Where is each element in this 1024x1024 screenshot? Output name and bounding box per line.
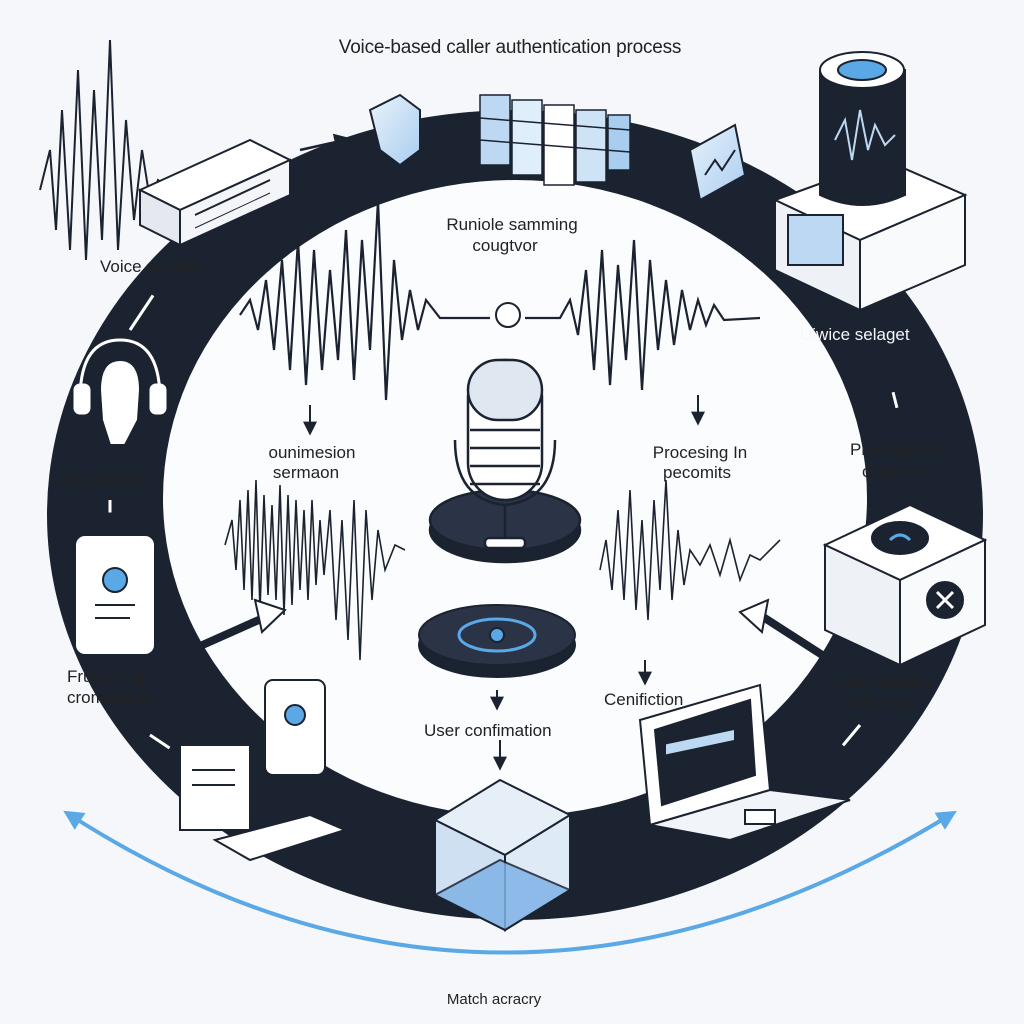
flow-arrow-12 xyxy=(829,724,862,762)
label-voice-sample-left: Uico samhle xyxy=(56,470,150,489)
server-icon xyxy=(137,138,293,247)
chart-card-icon xyxy=(688,123,747,202)
label-right-mid-2: of ua-ice xyxy=(862,462,928,481)
label-left-inner-2: sermaon xyxy=(272,463,340,482)
flow-arrow-13 xyxy=(599,839,641,875)
laptop-icon xyxy=(638,683,851,842)
eye-scanner-icon xyxy=(418,604,576,678)
label-voice-sample-top: Voice sample xyxy=(100,257,202,276)
waveform-center-left xyxy=(239,199,490,401)
microphone-icon xyxy=(428,358,582,564)
flow-arrow-9-head xyxy=(738,598,770,634)
bottom-arc xyxy=(63,810,957,955)
waveform-top-left xyxy=(39,39,171,261)
label-center-top-2: cougtvor xyxy=(472,236,538,255)
plus-sign xyxy=(442,120,458,136)
flow-arrow-9 xyxy=(757,611,833,664)
headset-user-icon xyxy=(73,338,167,446)
database-tower-icon xyxy=(772,51,968,312)
label-center-lower: Cenifiction xyxy=(604,690,684,709)
waveform-center-right xyxy=(525,239,761,391)
label-bottom: Match acracry xyxy=(446,991,542,1008)
mesh-cube-icon xyxy=(432,778,573,932)
page-title: Voice-based caller authentication proces… xyxy=(338,37,682,58)
tablet-icon xyxy=(264,679,326,776)
smartphone-profile-icon xyxy=(74,534,156,656)
label-left-lower-1: Frugreting xyxy=(67,667,145,686)
label-right-inner-1: Procesing In xyxy=(652,443,748,462)
center-node xyxy=(495,302,521,328)
label-right-inner-2: pecomits xyxy=(662,463,732,482)
label-right-mid-1: Procesaned xyxy=(850,440,941,459)
flow-arrow-2 xyxy=(639,133,691,152)
wifi-cube-icon xyxy=(822,503,988,667)
flow-arrow-3 xyxy=(128,278,165,331)
flow-arrow-15 xyxy=(344,853,402,876)
waveform-right-inner xyxy=(599,479,781,621)
label-left-inner-1: ounimesion xyxy=(268,443,356,462)
cube-arrow-icon xyxy=(368,93,421,167)
label-left-lower-2: cromifiation xyxy=(67,688,154,707)
flow-arrow-7 xyxy=(178,611,272,659)
label-top-right: Uiwice selaget xyxy=(800,325,910,344)
label-user-confirmation: User confimation xyxy=(424,721,552,740)
flow-arrow-11 xyxy=(882,371,908,429)
desktop-icon xyxy=(179,744,348,876)
waveform-dense-left xyxy=(224,479,406,661)
flow-arrow-14 xyxy=(149,733,187,760)
label-right-lower-2: alfficereg xyxy=(845,693,914,712)
label-right-lower-1: roice-lidening xyxy=(832,672,934,691)
label-center-top-1: Runiole samming xyxy=(446,215,578,234)
flow-arrow-1 xyxy=(299,133,352,152)
flow-arrow-7-head xyxy=(253,598,287,634)
data-blocks-icon xyxy=(479,94,631,186)
